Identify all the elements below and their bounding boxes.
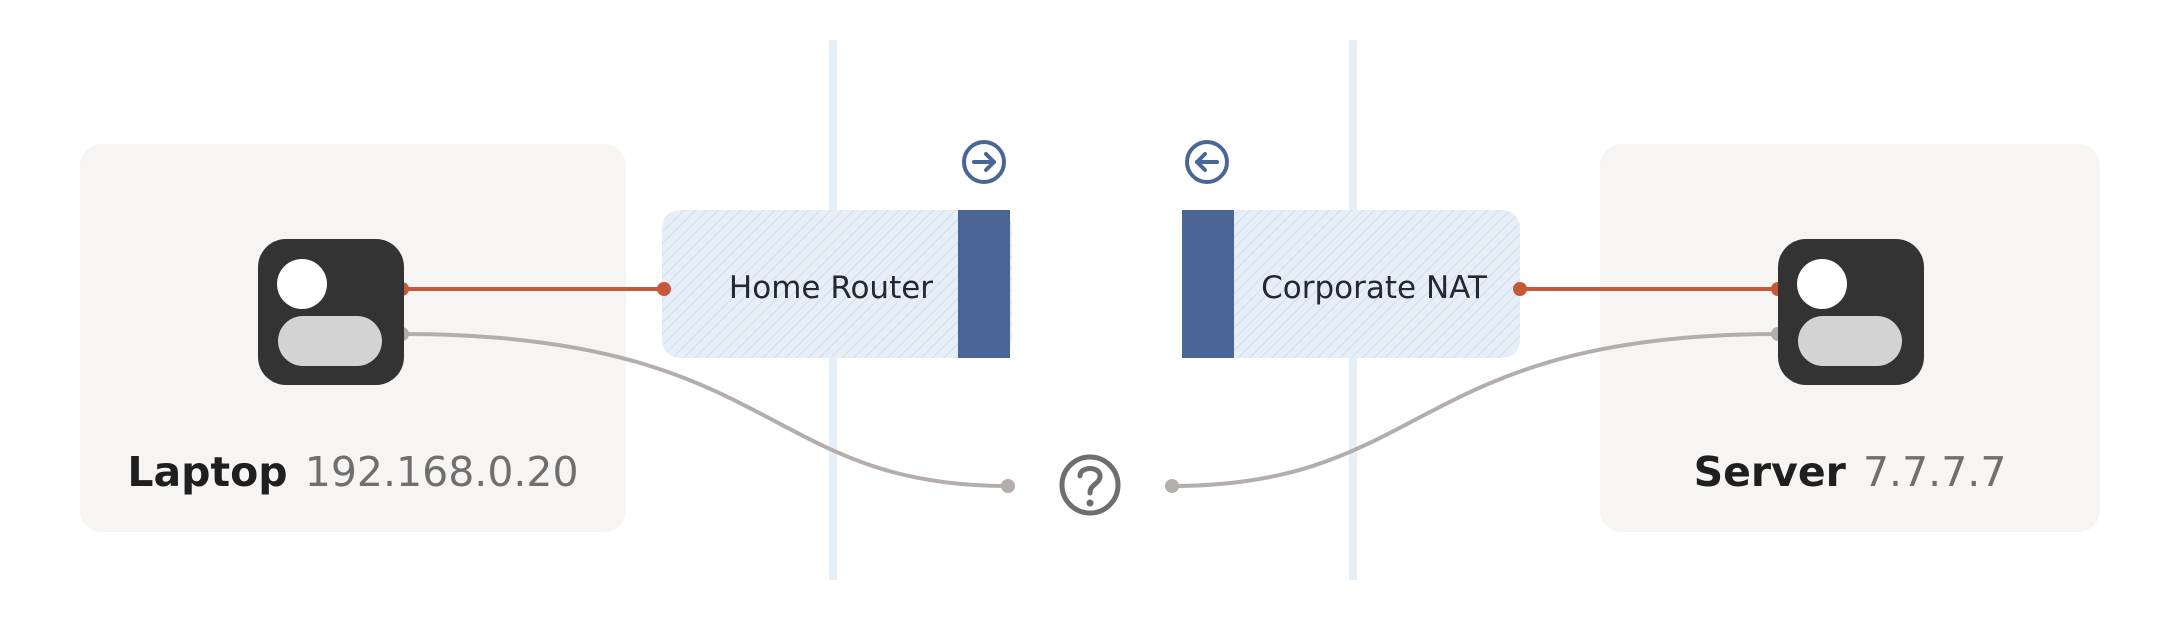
server-ip: 7.7.7.7 <box>1863 448 2006 496</box>
home-router-box: Home Router <box>662 210 1012 358</box>
laptop-name: Laptop <box>127 448 287 496</box>
laptop-device-icon <box>258 239 404 385</box>
server-name: Server <box>1694 448 1847 496</box>
laptop-label: Laptop 192.168.0.20 <box>127 448 578 496</box>
arrow-right-circle-icon <box>962 140 1006 184</box>
corporate-nat-box: Corporate NAT <box>1182 210 1520 358</box>
server-label: Server 7.7.7.7 <box>1694 448 2007 496</box>
laptop-ip: 192.168.0.20 <box>305 448 579 496</box>
home-router-label: Home Router <box>729 270 933 306</box>
server-device-icon <box>1778 239 1924 385</box>
home-router-port <box>958 210 1010 358</box>
question-circle-icon <box>1059 454 1121 516</box>
corporate-nat-port <box>1182 210 1234 358</box>
corporate-nat-label: Corporate NAT <box>1261 270 1488 306</box>
arrow-left-circle-icon <box>1185 140 1229 184</box>
